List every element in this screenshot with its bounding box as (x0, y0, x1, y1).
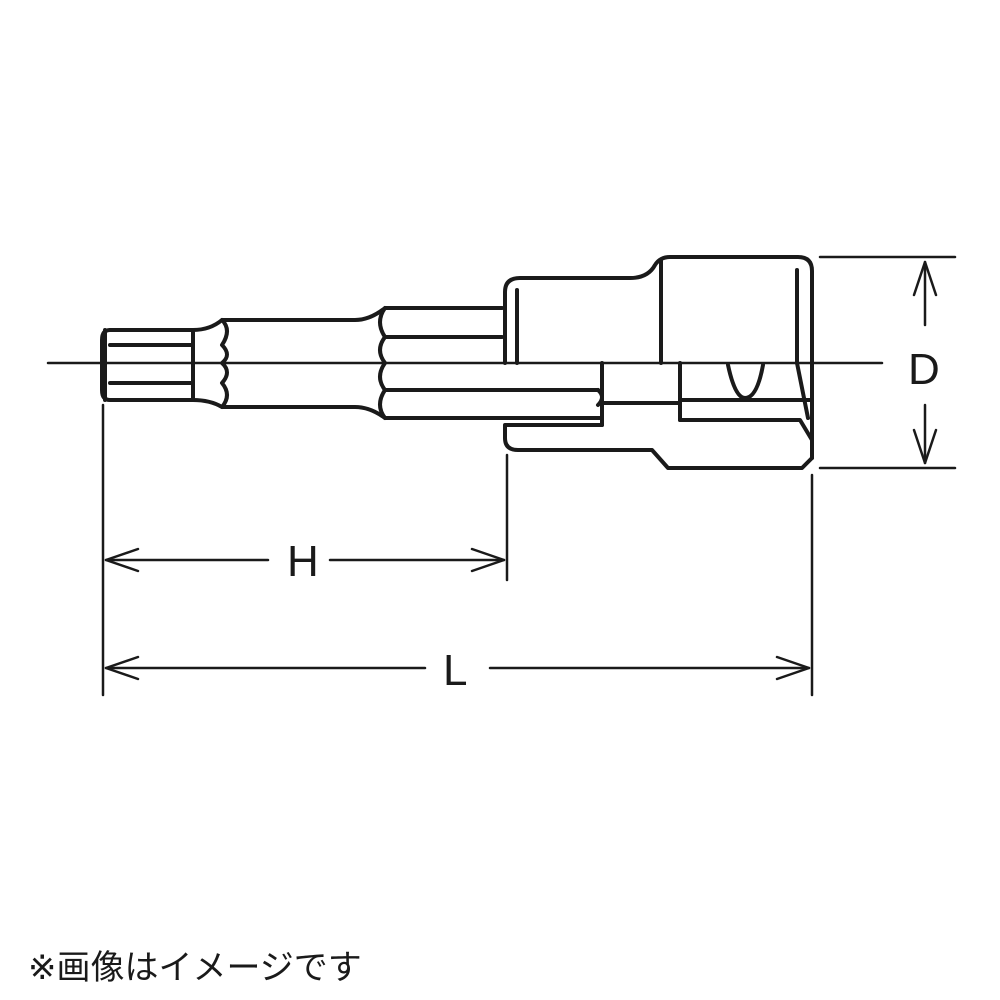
hex-bit (100, 306, 604, 420)
dimension-h: H (101, 403, 509, 697)
dimension-d: D (818, 255, 957, 470)
socket-body (503, 255, 814, 460)
dimension-l: L (104, 473, 814, 697)
image-disclaimer-caption: ※画像はイメージです (28, 948, 362, 988)
label-h: H (287, 537, 319, 586)
label-d: D (908, 345, 940, 394)
ball-detent (726, 363, 765, 400)
hatched-section (503, 401, 814, 470)
label-l: L (443, 646, 467, 695)
